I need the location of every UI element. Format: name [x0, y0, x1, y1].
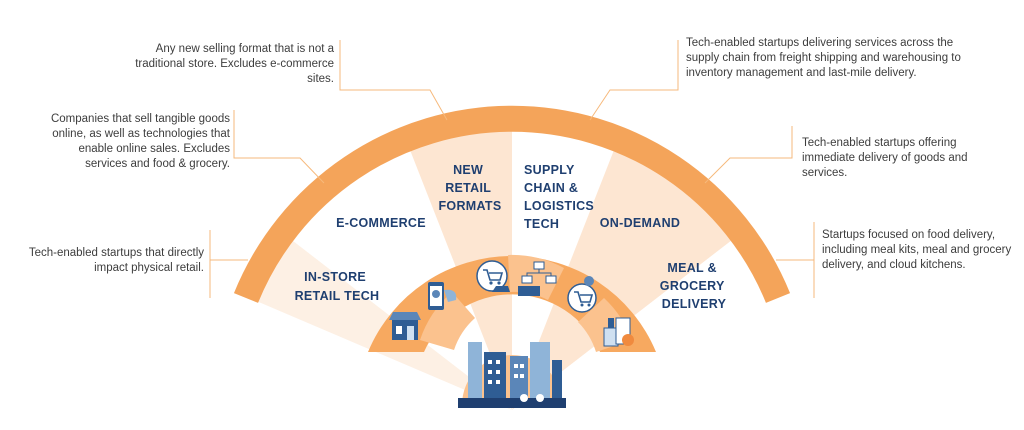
- leader-meal-grocery: [776, 222, 815, 298]
- svg-text:E-COMMERCE: E-COMMERCE: [336, 216, 426, 230]
- desc-supply-chain: Tech-enabled startups delivering service…: [686, 37, 961, 79]
- wedge-on-demand: [512, 150, 736, 410]
- leader-supply-chain: [589, 40, 679, 121]
- cart-check-icon: [567, 276, 597, 313]
- leader-ecommerce: [233, 110, 325, 184]
- cart-delivery-icon: [474, 260, 510, 292]
- storefront-icon: [389, 312, 421, 340]
- label-supply-chain-1: SUPPLY: [524, 163, 575, 177]
- label-on-demand: ON-DEMAND: [600, 216, 680, 230]
- svg-text:NEW RETAIL FORMATS: NEW RETAIL FORMATS: [439, 163, 502, 213]
- label-meal-grocery-1: MEAL &: [667, 261, 717, 275]
- desc-new-retail-formats: Any new selling format that is not a tra…: [135, 43, 334, 85]
- label-in-store-2: RETAIL TECH: [295, 289, 380, 303]
- label-meal-grocery-3: DELIVERY: [662, 297, 727, 311]
- svg-text:SUPPLY CHAIN & LOG: SUPPLY CHAIN & LOGISTICS TECH: [524, 163, 598, 231]
- label-in-store-1: IN-STORE: [304, 270, 366, 284]
- city-skyline-icon: [458, 342, 566, 408]
- label-supply-chain-4: TECH: [524, 217, 559, 231]
- warehouse-network-icon: [518, 261, 557, 296]
- segment-labels: IN-STORE RETAIL TECH E-COMMERCE NEW RETA…: [295, 163, 728, 311]
- label-new-retail-3: FORMATS: [439, 199, 502, 213]
- leader-new-retail: [339, 40, 448, 121]
- leader-on-demand: [704, 126, 793, 184]
- label-ecommerce: E-COMMERCE: [336, 216, 426, 230]
- label-new-retail-1: NEW: [453, 163, 483, 177]
- label-supply-chain-3: LOGISTICS: [524, 199, 594, 213]
- label-new-retail-2: RETAIL: [445, 181, 491, 195]
- svg-text:MEAL & GROCERY DEL: MEAL & GROCERY DELIVERY: [660, 261, 728, 311]
- leader-lines: [209, 40, 815, 298]
- wedge-ecommerce: [288, 150, 512, 410]
- wedge-meal-grocery: [512, 237, 770, 410]
- desc-meal-grocery: Startups focused on food delivery, inclu…: [822, 229, 1012, 271]
- grocery-bag-icon: [603, 317, 634, 347]
- leader-in-store: [209, 230, 248, 298]
- label-supply-chain-2: CHAIN &: [524, 181, 578, 195]
- outer-arc: [233, 105, 791, 303]
- label-meal-grocery-2: GROCERY: [660, 279, 725, 293]
- svg-text:IN-STORE RETAIL TECH: IN-STORE RETAIL TECH: [295, 270, 380, 303]
- svg-text:ON-DEMAND: ON-DEMAND: [600, 216, 680, 230]
- desc-in-store: Tech-enabled startups that directly impa…: [28, 247, 204, 274]
- mobile-shopping-icon: [428, 282, 457, 310]
- wedge-in-store: [254, 237, 512, 410]
- desc-on-demand: Tech-enabled startups offering immediate…: [802, 137, 968, 179]
- desc-ecommerce: Companies that sell tangible goods onlin…: [50, 113, 230, 170]
